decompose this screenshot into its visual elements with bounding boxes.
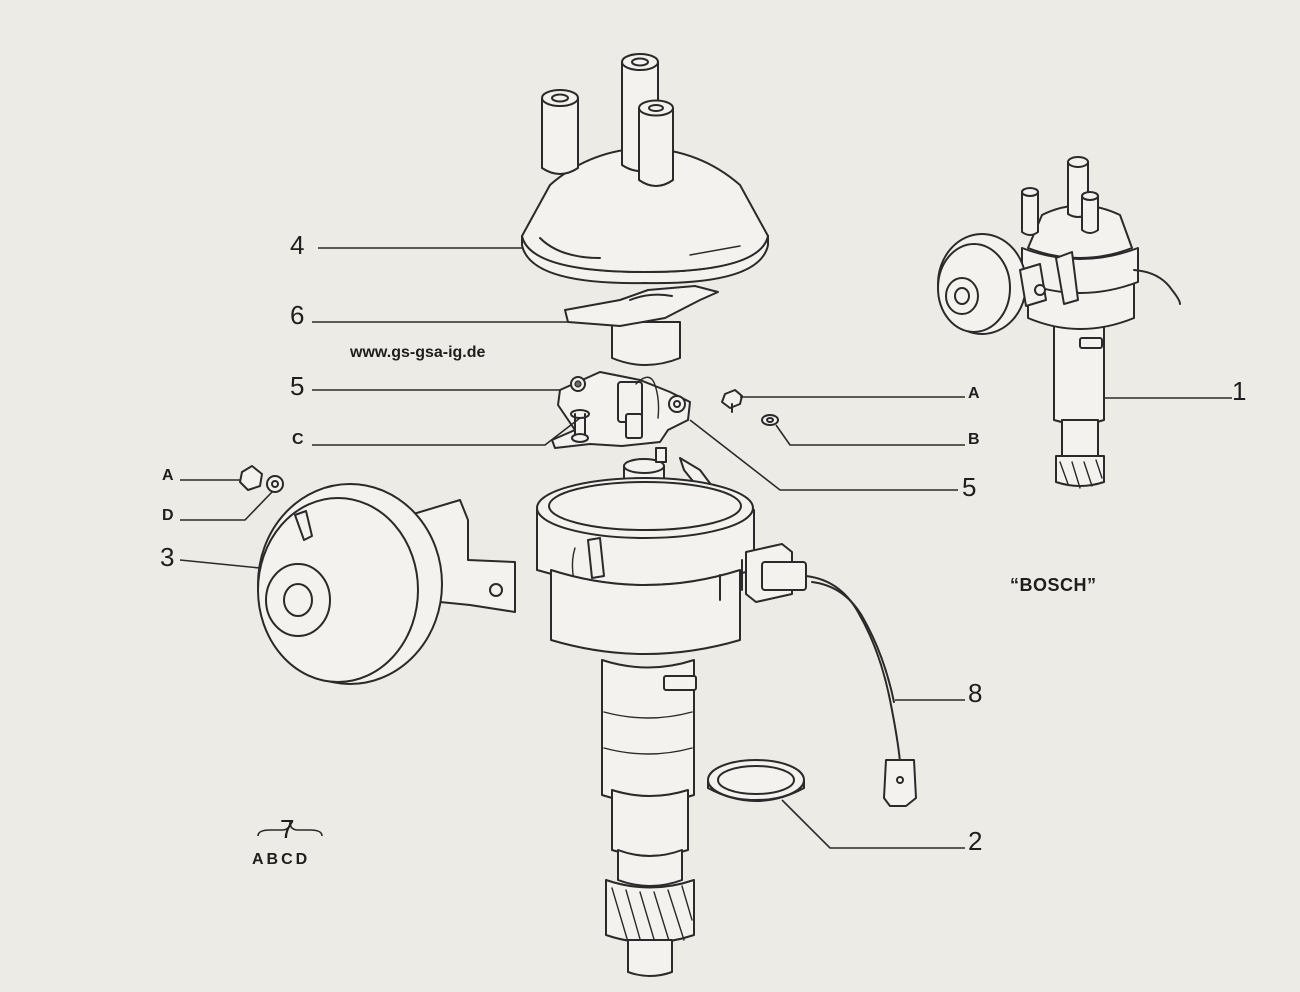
distributor-cap: [521, 53, 769, 285]
brand-label: “BOSCH”: [1010, 575, 1097, 595]
rotor-arm: [564, 285, 719, 366]
callout-2: 2: [968, 826, 983, 856]
callout-8: 8: [968, 678, 983, 708]
callout-4: 4: [290, 230, 305, 260]
website-url: www.gs-gsa-ig.de: [350, 344, 486, 361]
screw-and-washer-right: [721, 389, 779, 426]
callout-1: 1: [1232, 376, 1247, 406]
low-tension-lead: [745, 543, 917, 807]
vacuum-advance-unit: [239, 465, 516, 685]
leader-lines: [179, 247, 1232, 849]
o-ring-seal: [707, 759, 805, 802]
callout-c-left: C: [292, 431, 304, 448]
callout-a-right: A: [968, 385, 980, 402]
assembled-distributor-bosch: [937, 156, 1181, 489]
callout-d-left: D: [162, 507, 174, 524]
callout-b-right: B: [968, 431, 980, 448]
kit-letters: ABCD: [252, 851, 311, 868]
callout-7: 7: [280, 814, 295, 844]
distributor-body: [536, 447, 755, 977]
callout-a-left: A: [162, 467, 174, 484]
callout-6: 6: [290, 300, 305, 330]
contact-breaker-points: [551, 371, 691, 449]
callout-5-upper: 5: [290, 371, 305, 401]
callout-5-lower: 5: [962, 472, 977, 502]
callout-3: 3: [160, 542, 175, 572]
